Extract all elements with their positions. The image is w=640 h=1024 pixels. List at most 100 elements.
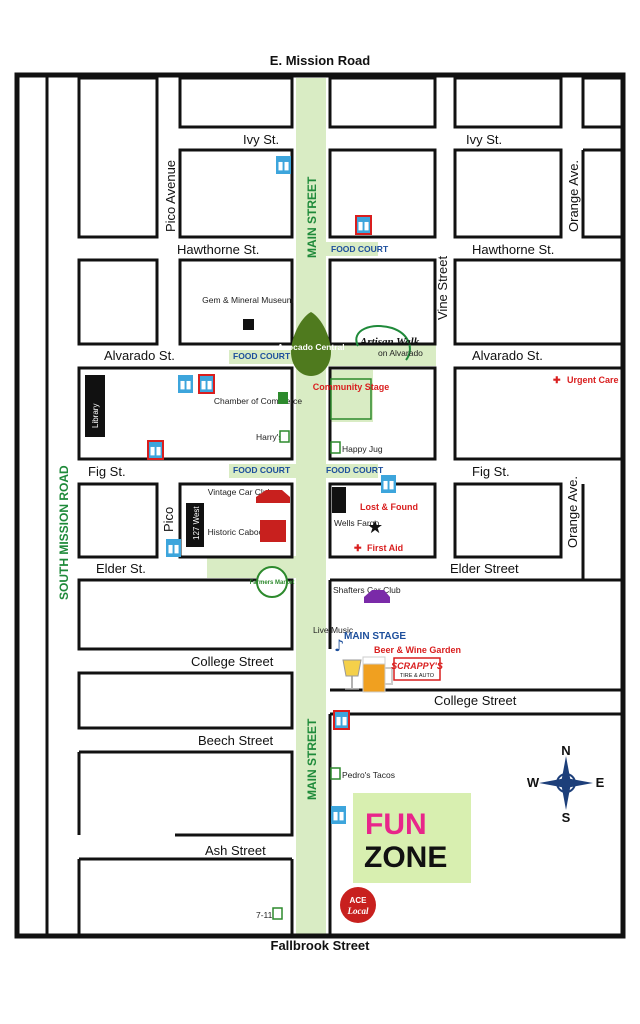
food-court-label: FOOD COURT xyxy=(233,465,291,475)
wine-glass-icon xyxy=(342,659,362,690)
city-blocks xyxy=(77,76,625,936)
compass-n-label: N xyxy=(561,743,570,758)
ash-street-label: Ash Street xyxy=(205,843,266,858)
fig-right-label: Fig St. xyxy=(472,464,510,479)
historic-caboose-label: Historic Caboose xyxy=(208,527,273,537)
food-court-area xyxy=(326,464,378,478)
elder-left-label: Elder St. xyxy=(96,561,146,576)
svg-text:▮▮: ▮▮ xyxy=(200,378,212,391)
food-court-label: FOOD COURT xyxy=(331,244,389,254)
food-court-area xyxy=(229,464,296,478)
library-label: Library xyxy=(91,404,100,428)
pico-label: Pico xyxy=(161,507,176,532)
svg-text:▮▮: ▮▮ xyxy=(277,159,289,172)
artisan-walk-area xyxy=(326,344,436,366)
restroom-icon: ▮▮ xyxy=(166,539,181,557)
restroom-icon: ▮▮ xyxy=(198,374,215,394)
artisan-walk-sub: on Alvarado xyxy=(378,348,423,358)
svg-text:▮▮: ▮▮ xyxy=(149,444,161,457)
e-mission-road-label: E. Mission Road xyxy=(270,53,370,68)
compass-s-label: S xyxy=(562,810,571,825)
elder-right-label: Elder Street xyxy=(450,561,519,576)
restroom-icon: ▮▮ xyxy=(355,215,372,235)
south-mission-road-label: SOUTH MISSION ROAD xyxy=(57,465,71,600)
beer-mug-icon xyxy=(362,656,393,693)
food-court-area xyxy=(229,350,296,364)
restroom-icon: ▮▮ xyxy=(147,440,164,460)
lost-found-star-icon: ★ xyxy=(367,517,383,538)
main-stage-label: MAIN STAGE xyxy=(344,631,406,642)
west-127-building xyxy=(186,503,204,547)
svg-text:▮▮: ▮▮ xyxy=(167,542,179,555)
compass-rose-icon xyxy=(539,756,593,810)
urgent-care-label: Urgent Care xyxy=(567,375,619,385)
artisan-walk-label: Artisan Walk xyxy=(359,336,420,348)
fallbrook-local-label: Local xyxy=(347,906,369,916)
chamber-marker xyxy=(278,392,288,404)
gem-museum-marker xyxy=(243,319,254,330)
wells-fargo-building xyxy=(332,487,346,513)
community-stage-area xyxy=(329,370,373,422)
music-note-icon: ♪ xyxy=(334,636,344,655)
alvarado-left-label: Alvarado St. xyxy=(104,348,175,363)
chamber-label: Chamber of Commerce xyxy=(214,396,303,406)
west-127-label: 127 West xyxy=(192,506,201,540)
restroom-icon: ▮▮ xyxy=(333,710,350,730)
compass-w-label: W xyxy=(527,775,540,790)
main-street-lower-label: MAIN STREET xyxy=(305,718,319,800)
vintage-car-icon xyxy=(256,490,290,503)
food-court-label: FOOD COURT xyxy=(233,351,291,361)
lost-found-label: Lost & Found xyxy=(360,502,418,512)
seven-eleven-icon xyxy=(272,907,283,920)
shafters-car-icon xyxy=(364,590,390,603)
scrappys-logo xyxy=(393,657,441,681)
wells-fargo-label: Wells Fargo xyxy=(334,518,379,528)
pedros-icon xyxy=(330,767,341,780)
harrys-icon xyxy=(279,430,290,443)
community-stage-label: Community Stage xyxy=(313,382,390,392)
avocado-central-icon xyxy=(291,312,331,376)
beer-wine-garden-label: Beer & Wine Garden xyxy=(374,645,461,655)
orange-ave-bottom-label: Orange Ave. xyxy=(565,476,580,548)
pico-avenue-label: Pico Avenue xyxy=(163,160,178,232)
seven-eleven-label: 7-11 xyxy=(256,910,273,920)
restroom-icon: ▮▮ xyxy=(276,156,291,174)
svg-text:▮▮: ▮▮ xyxy=(357,219,369,232)
orange-ave-top-label: Orange Ave. xyxy=(566,160,581,232)
restroom-icons: ▮▮ ▮▮ ▮▮ ▮▮ ▮▮ ▮▮ ▮▮ ▮▮ ▮▮ xyxy=(147,156,396,824)
fallbrook-street-label: Fallbrook Street xyxy=(271,938,371,953)
first-aid-icon: ✚ xyxy=(354,543,362,553)
food-court-label: FOOD COURT xyxy=(326,465,384,475)
happy-jug-label: Happy Jug xyxy=(342,444,383,454)
live-music-label: Live Music xyxy=(313,625,354,635)
urgent-care-icon: ✚ xyxy=(553,375,561,385)
library-building xyxy=(85,375,105,437)
ivy-st-right-label: Ivy St. xyxy=(466,132,502,147)
scrappys-label: SCRAPPY'S xyxy=(391,661,443,671)
artisan-walk-logo xyxy=(355,325,411,361)
harrys-label: Harry's xyxy=(256,432,283,442)
caboose-icon xyxy=(260,520,286,542)
alvarado-right-label: Alvarado St. xyxy=(472,348,543,363)
ivy-st-left-label: Ivy St. xyxy=(243,132,279,147)
farmers-market-label: Farmers Market xyxy=(250,580,295,586)
college-left-label: College Street xyxy=(191,654,274,669)
fun-zone-label-2: ZONE xyxy=(364,841,447,874)
compass-e-label: E xyxy=(596,775,605,790)
beech-street-label: Beech Street xyxy=(198,733,274,748)
main-street-upper-label: MAIN STREET xyxy=(305,176,319,258)
gem-museum-label: Gem & Mineral Museum xyxy=(202,295,294,305)
hawthorne-right-label: Hawthorne St. xyxy=(472,242,554,257)
scrappys-sub-label: TIRE & AUTO xyxy=(400,673,435,679)
main-street-band xyxy=(296,78,326,935)
shafters-label: Shafters Car Club xyxy=(333,585,401,595)
restroom-icon: ▮▮ xyxy=(381,475,396,493)
map-frame xyxy=(14,72,626,939)
svg-text:▮▮: ▮▮ xyxy=(335,714,347,727)
college-right-label: College Street xyxy=(434,693,517,708)
vine-street-label: Vine Street xyxy=(435,256,450,320)
community-stage-box xyxy=(330,378,372,420)
fun-zone-label-1: FUN xyxy=(365,808,427,841)
fig-left-label: Fig St. xyxy=(88,464,126,479)
hawthorne-left-label: Hawthorne St. xyxy=(177,242,259,257)
